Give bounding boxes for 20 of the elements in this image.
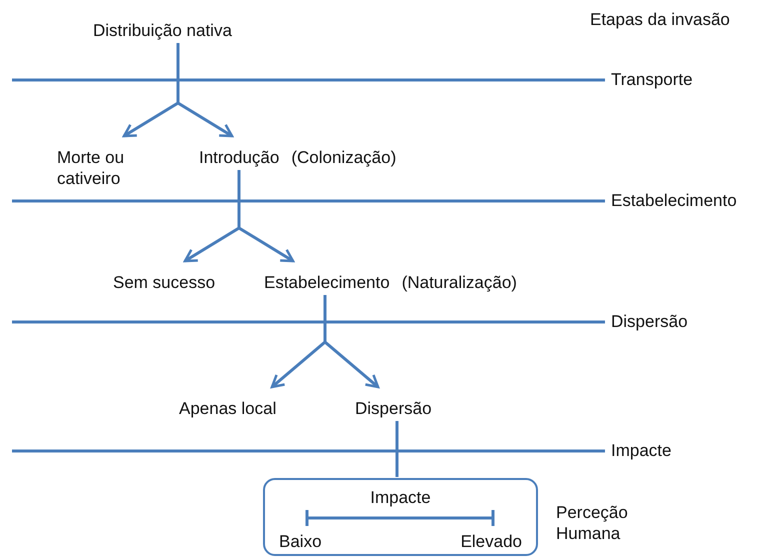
scale-low-label: Baixo — [279, 531, 322, 552]
stage-label: Impacte — [611, 440, 672, 461]
stage-label: Transporte — [611, 69, 693, 90]
stage-outcome: Estabelecimento — [264, 272, 390, 293]
stages-heading: Etapas da invasão — [590, 9, 730, 30]
scale-high-label: Elevado — [460, 531, 522, 552]
stage-label: Estabelecimento — [611, 190, 737, 211]
side-note: Perceção Humana — [556, 502, 629, 544]
scale-box — [263, 478, 538, 556]
note-label: (Naturalização) — [402, 272, 517, 293]
scale-title: Impacte — [370, 487, 431, 508]
stage-label: Dispersão — [611, 311, 688, 332]
stage-outcome: Apenas local — [179, 398, 276, 419]
stage-outcome: Introdução — [199, 147, 280, 168]
note-label: (Colonização) — [291, 147, 396, 168]
stage-outcome: Sem sucesso — [113, 272, 216, 293]
stage-outcome: Morte ou cativeiro — [57, 147, 126, 189]
connector-line — [396, 421, 398, 477]
stage-outcome: Dispersão — [355, 398, 432, 419]
stage-outcome: Distribuição nativa — [93, 20, 232, 41]
